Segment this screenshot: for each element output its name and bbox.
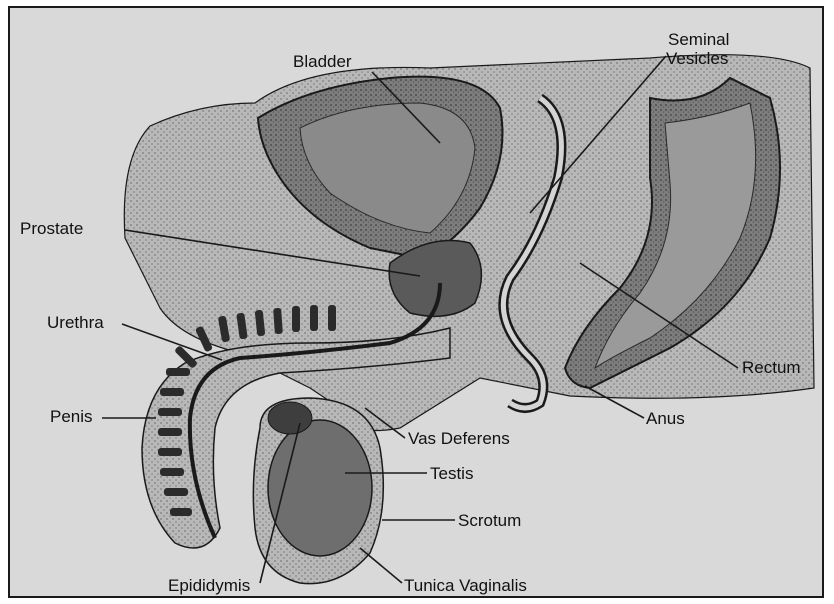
diagram-frame: Bladder Seminal Vesicles Prostate Urethr… — [8, 6, 824, 598]
vas-deferens-label: Vas Deferens — [408, 429, 510, 448]
prostate-label: Prostate — [20, 219, 83, 238]
urethra-label: Urethra — [47, 313, 104, 332]
testis-label: Testis — [430, 464, 473, 483]
tunica-vaginalis-leader — [360, 548, 402, 583]
penis-label: Penis — [50, 407, 93, 426]
rectum-label: Rectum — [742, 358, 801, 377]
seminal-vesicles-label-line2: Vesicles — [666, 49, 728, 68]
epididymis-label: Epididymis — [168, 576, 250, 595]
anatomy-illustration: Bladder Seminal Vesicles Prostate Urethr… — [10, 8, 824, 598]
tunica-vaginalis-label: Tunica Vaginalis — [404, 576, 527, 595]
bladder-label: Bladder — [293, 52, 352, 71]
epididymis-shape — [268, 402, 312, 434]
seminal-vesicles-label-line1: Seminal — [668, 30, 729, 49]
scrotum-label: Scrotum — [458, 511, 521, 530]
anus-label: Anus — [646, 409, 685, 428]
